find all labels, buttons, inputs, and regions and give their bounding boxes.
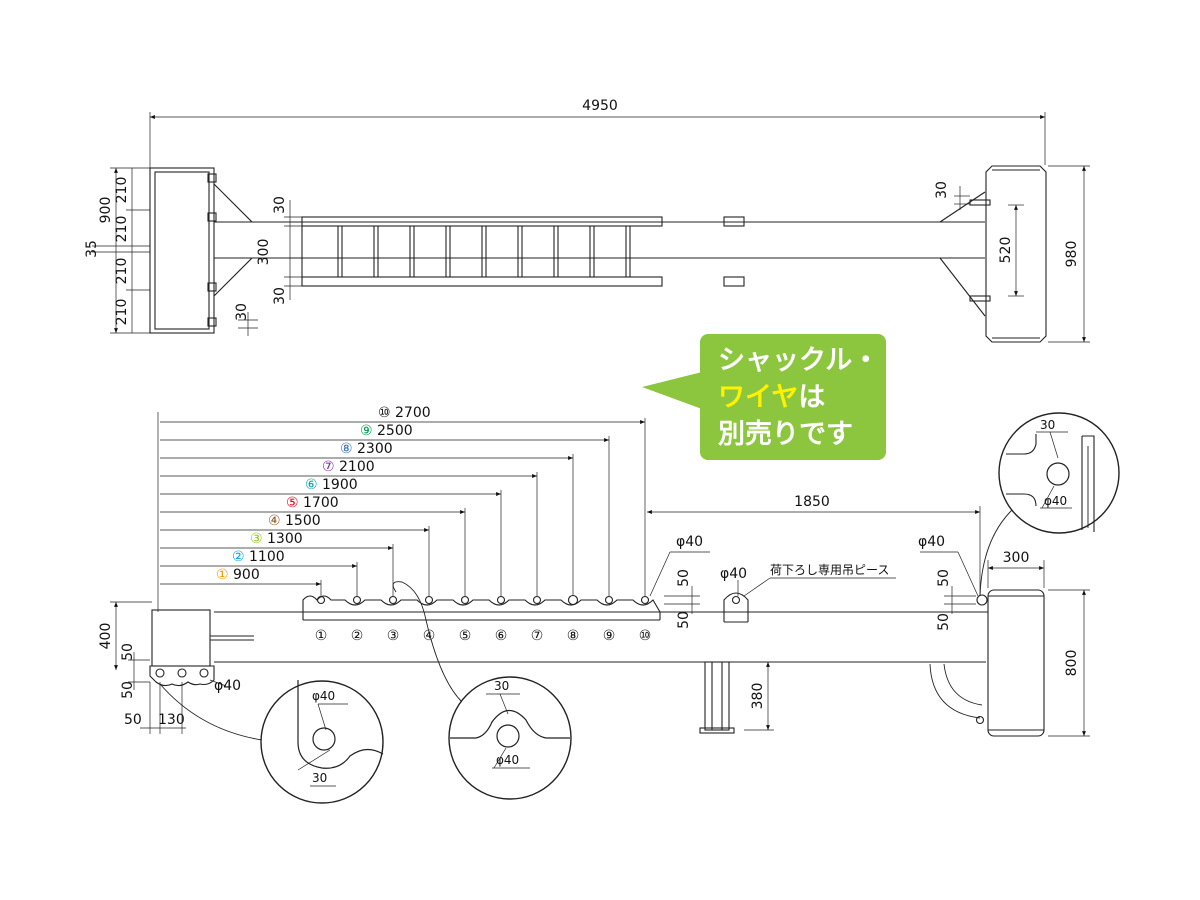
dim-left-total-900: 900 (98, 197, 114, 224)
marker-1: ① (315, 628, 328, 644)
dim-left-bottom-30: 30 (234, 303, 250, 321)
dim-50-left-b: 50 (120, 681, 136, 699)
marker-10: ⑩ (639, 628, 652, 644)
dim-right-top-30: 30 (934, 181, 950, 199)
detail-left-notch: 30 (312, 771, 327, 785)
marker-4: ④ (423, 628, 436, 644)
dim-50-rail-bottom: 50 (676, 611, 692, 629)
rail-cross-bars (337, 226, 631, 277)
dim-50-right-top: 50 (936, 569, 952, 587)
dim-50-rail-top: 50 (676, 569, 692, 587)
detail-middle-notch: 30 (494, 679, 509, 693)
pos-label-1: ① 900 (216, 567, 260, 583)
unload-piece-label: 荷下ろし専用吊ピース (770, 563, 889, 577)
side-view (149, 589, 1045, 737)
dim-130: 130 (158, 712, 185, 728)
callout-line-2: ワイヤは (718, 379, 886, 416)
dim-50-right-bottom: 50 (936, 613, 952, 631)
sold-separately-callout: シャックル・ ワイヤは 別売りです (642, 334, 886, 460)
dim-beam-top-30: 30 (272, 196, 288, 214)
detail-right-notch: 30 (1040, 418, 1055, 432)
side-view-dimensions (110, 551, 1090, 737)
position-dimensions (157, 412, 981, 612)
callout-line-3: 別売りです (718, 419, 853, 450)
marker-5: ⑤ (459, 628, 472, 644)
dim-left-210-d: 210 (114, 299, 130, 326)
pos-label-2: ② 1100 (232, 549, 285, 565)
rail-holes (316, 594, 650, 606)
pos-label-7: ⑦ 2100 (322, 459, 375, 475)
detail-right-hole: φ40 (1044, 494, 1067, 508)
pos-label-3: ③ 1300 (250, 531, 303, 547)
dim-50-left-a: 50 (120, 643, 136, 661)
dim-800: 800 (1064, 650, 1080, 677)
dim-overall-length: 4950 (582, 98, 618, 114)
detail-right: 30 φ40 (998, 412, 1120, 534)
hole-phi-lug: φ40 (720, 566, 747, 582)
marker-2: ② (351, 628, 364, 644)
top-view-dimensions (92, 165, 1090, 343)
callout-line-2-tail: は (798, 382, 826, 413)
dim-400: 400 (98, 623, 114, 650)
callout-tail (642, 372, 702, 409)
dim-300: 300 (1003, 550, 1030, 566)
dim-right-520: 520 (998, 237, 1014, 264)
dim-380: 380 (750, 683, 766, 710)
callout-line-1: シャックル・ (718, 345, 880, 376)
rail-position-markers: ① ② ③ ④ ⑤ ⑥ ⑦ ⑧ ⑨ ⑩ (315, 628, 652, 644)
callout-highlight: ワイヤ (718, 382, 799, 413)
detail-left: φ40 30 (260, 680, 384, 804)
marker-8: ⑧ (567, 628, 580, 644)
detail-leaders (159, 509, 1013, 741)
hole-phi-right: φ40 (918, 534, 945, 550)
marker-9: ⑨ (603, 628, 616, 644)
pos-label-6: ⑥ 1900 (305, 477, 358, 493)
pos-label-4: ④ 1500 (268, 513, 321, 529)
hole-phi-rail: φ40 (676, 534, 703, 550)
pos-label-5: ⑤ 1700 (286, 495, 339, 511)
detail-middle: 30 φ40 (448, 676, 572, 800)
dim-right-980: 980 (1064, 241, 1080, 268)
dim-50-left-bottom: 50 (124, 712, 142, 728)
dim-beam-bottom-30: 30 (272, 287, 288, 305)
marker-3: ③ (387, 628, 400, 644)
dim-beam-300: 300 (256, 239, 272, 266)
dim-left-gap-35: 35 (84, 240, 100, 258)
marker-7: ⑦ (531, 628, 544, 644)
detail-middle-hole: φ40 (496, 753, 519, 767)
dim-left-210-b: 210 (114, 216, 130, 243)
dim-left-210-a: 210 (114, 177, 130, 204)
pos-label-10: ⑩ 2700 (378, 405, 431, 421)
detail-left-hole: φ40 (312, 689, 335, 703)
dim-left-210-c: 210 (114, 258, 130, 285)
pos-label-8: ⑧ 2300 (340, 441, 393, 457)
top-view (149, 112, 1047, 343)
dim-1850: 1850 (794, 494, 830, 510)
pos-label-9: ⑨ 2500 (360, 423, 413, 439)
hole-phi-left: φ40 (214, 678, 241, 694)
marker-6: ⑥ (495, 628, 508, 644)
